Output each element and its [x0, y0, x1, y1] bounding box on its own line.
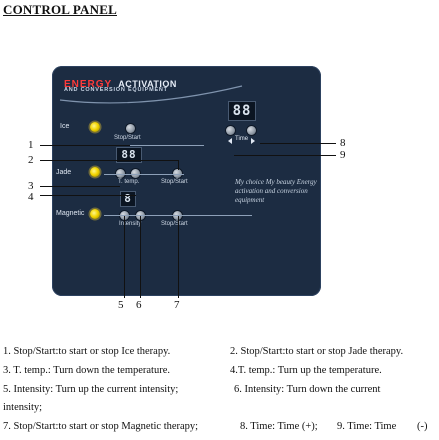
- brand-highlight: ENERGY: [64, 79, 113, 90]
- callout-7: 7: [174, 299, 180, 311]
- note-9-sign: (-): [417, 421, 428, 432]
- jade-indicator-led: [90, 167, 100, 177]
- callout-9: 9: [340, 149, 346, 161]
- brand-swoosh: [59, 85, 243, 104]
- callout-6: 6: [136, 299, 142, 311]
- jade-row-label: Jade: [56, 169, 72, 176]
- callout-3: 3: [28, 180, 34, 192]
- time-right-arrow-icon: [251, 138, 255, 144]
- callout-1: 1: [28, 139, 34, 151]
- jade-ttemp-label: T. temp.: [118, 179, 140, 185]
- note-1: 1. Stop/Start:to start or stop Ice thera…: [3, 346, 171, 357]
- magnetic-intensity-label: Intensity: [119, 221, 142, 227]
- note-3: 3. T. temp.: Turn down the temperature.: [3, 365, 171, 376]
- ice-stop-start-label: Stop/Start: [114, 135, 141, 141]
- leader-1: [40, 145, 130, 146]
- leader-2-drop: [178, 160, 179, 170]
- note-8: 8. Time: Time (+);: [240, 421, 318, 432]
- callout-4: 4: [28, 191, 34, 203]
- ice-stop-start-button[interactable]: [126, 124, 135, 133]
- note-4: 4.T. temp.: Turn up the temperature.: [230, 365, 382, 376]
- time-left-arrow-icon: [228, 138, 232, 144]
- time-label: Time: [235, 136, 249, 142]
- leader-7: [178, 216, 179, 298]
- note-6: 6. Intensity: Turn down the current: [234, 384, 381, 395]
- magnetic-stop-start-label: Stop/Start: [161, 221, 188, 227]
- magnetic-row-label: Magnetic: [56, 210, 85, 217]
- brand-rest: ACTIVATION: [118, 79, 177, 89]
- time-display: 88: [228, 101, 256, 121]
- magnetic-display: 8: [120, 191, 136, 207]
- panel-tagline: My choice My beauty Energy activation an…: [235, 178, 317, 204]
- callout-8: 8: [340, 137, 346, 149]
- leader-6: [140, 216, 141, 298]
- note-9: 9. Time: Time: [337, 421, 397, 432]
- ice-row-label: Ice: [60, 123, 70, 130]
- leader-2: [40, 160, 178, 161]
- jade-ttemp-down-button[interactable]: [116, 169, 125, 178]
- jade-row-line: [104, 174, 184, 175]
- leader-4: [40, 195, 136, 196]
- jade-stop-start-button[interactable]: [173, 169, 182, 178]
- page-heading: CONTROL PANEL: [3, 2, 117, 17]
- note-7: 7. Stop/Start:to start or stop Magnetic …: [3, 421, 199, 432]
- time-minus-button[interactable]: [226, 126, 235, 135]
- time-plus-button[interactable]: [247, 126, 256, 135]
- note-5: 5. Intensity: Turn up the current intens…: [3, 384, 179, 395]
- magnetic-row-line: [104, 215, 252, 216]
- leader-9: [234, 155, 336, 156]
- jade-stop-start-label: Stop/Start: [161, 179, 188, 185]
- jade-ttemp-up-button[interactable]: [131, 169, 140, 178]
- ice-row-line: [104, 145, 204, 146]
- jade-display: 88: [116, 147, 142, 163]
- brand-subtitle: AND CONVERSION EQUIPMENT: [64, 87, 168, 93]
- leader-3: [40, 186, 120, 187]
- ice-indicator-led: [90, 122, 100, 132]
- leader-8: [260, 143, 336, 144]
- note-2: 2. Stop/Start:to start or stop Jade ther…: [230, 346, 404, 357]
- leader-5: [124, 216, 125, 298]
- control-panel: ENERGY ACTIVATION AND CONVERSION EQUIPME…: [52, 66, 321, 296]
- note-6-continued: intensity;: [3, 402, 43, 413]
- brand-logo: ENERGY ACTIVATION: [64, 74, 177, 92]
- callout-2: 2: [28, 154, 34, 166]
- magnetic-indicator-led: [90, 209, 100, 219]
- callout-5: 5: [118, 299, 124, 311]
